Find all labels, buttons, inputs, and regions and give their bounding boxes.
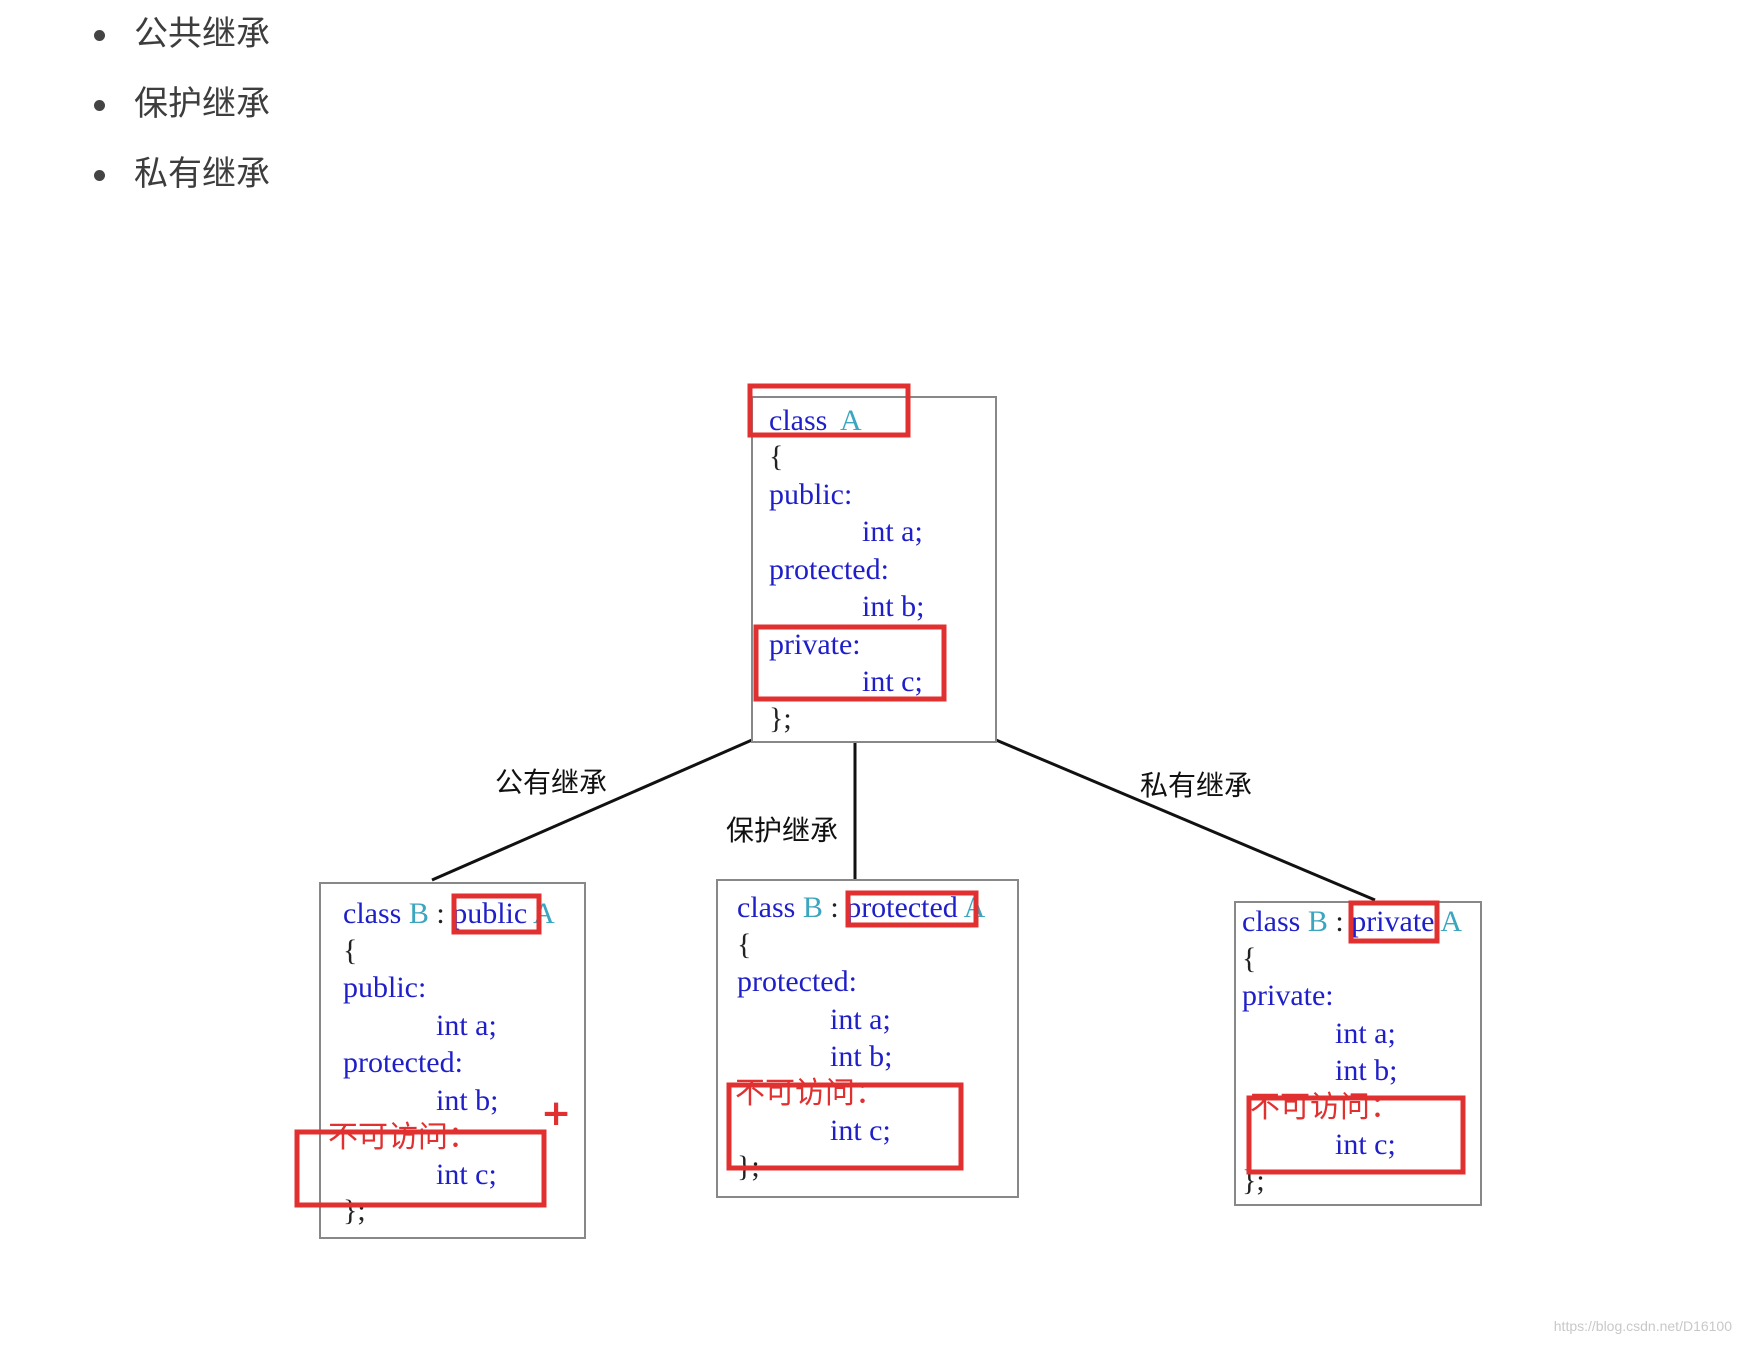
label-private-inheritance: 私有继承 bbox=[1140, 769, 1252, 802]
label-public-inheritance: 公有继承 bbox=[495, 766, 607, 799]
base-brace-close: }; bbox=[769, 702, 792, 735]
public-child-header: class B : public A bbox=[343, 897, 555, 930]
highlight-protected-keyword bbox=[845, 890, 979, 928]
private-child-brace-close: }; bbox=[1242, 1164, 1265, 1197]
protected-child-member-c: int c; bbox=[830, 1114, 891, 1147]
base-protected-label: protected: bbox=[769, 553, 889, 586]
private-child-box: class B : private A { private: int a; in… bbox=[1234, 900, 1482, 1206]
connectors bbox=[431, 738, 1376, 902]
bullet-item-protected: 保护继承 bbox=[92, 78, 270, 148]
bullet-item-public: 公共继承 bbox=[92, 8, 270, 78]
base-class-keyword: class bbox=[769, 404, 827, 437]
public-child-member-c: int c; bbox=[436, 1158, 497, 1191]
highlight-private-inaccessible bbox=[1246, 1095, 1466, 1175]
protected-child-box: class B : protected A { protected: int a… bbox=[716, 879, 1019, 1198]
private-child-private-label: private: bbox=[1242, 979, 1334, 1012]
highlight-class-a bbox=[747, 383, 911, 438]
watermark: https://blog.csdn.net/D16100 bbox=[1553, 1318, 1732, 1334]
base-brace-open: { bbox=[769, 440, 783, 473]
public-child-public-label: public: bbox=[343, 971, 426, 1004]
protected-child-brace-open: { bbox=[737, 928, 751, 961]
protected-child-inaccessible-label: 不可访问： bbox=[735, 1077, 885, 1110]
base-class-name: A bbox=[840, 404, 862, 437]
public-child-box: class B : public A { public: int a; prot… bbox=[294, 882, 586, 1239]
private-child-header: class B : private A bbox=[1242, 905, 1462, 938]
base-member-c: int c; bbox=[862, 665, 923, 698]
public-child-brace-close: }; bbox=[343, 1194, 366, 1227]
public-child-protected-label: protected: bbox=[343, 1046, 463, 1079]
connector-public bbox=[431, 738, 753, 882]
bullet-list: 公共继承 保护继承 私有继承 bbox=[92, 8, 270, 218]
protected-child-protected-label: protected: bbox=[737, 965, 857, 998]
protected-child-member-a: int a; bbox=[830, 1003, 891, 1036]
private-child-member-c: int c; bbox=[1335, 1128, 1396, 1161]
protected-child-header: class B : protected A bbox=[737, 891, 986, 924]
bullet-item-private: 私有继承 bbox=[92, 148, 270, 218]
connector-private bbox=[995, 738, 1376, 902]
public-child-inaccessible-label: 不可访问： bbox=[328, 1121, 478, 1154]
base-private-label: private: bbox=[769, 628, 861, 661]
highlight-protected-inaccessible bbox=[726, 1082, 964, 1171]
highlight-public-keyword bbox=[451, 893, 542, 935]
plus-mark: + bbox=[541, 1093, 571, 1134]
private-child-member-a: int a; bbox=[1335, 1017, 1396, 1050]
private-child-member-b: int b; bbox=[1335, 1054, 1398, 1087]
public-child-member-b: int b; bbox=[436, 1084, 499, 1117]
base-public-label: public: bbox=[769, 478, 852, 511]
base-class-box: class A { public: int a; protected: int … bbox=[747, 383, 997, 743]
private-child-brace-open: { bbox=[1242, 942, 1256, 975]
label-protected-inheritance: 保护继承 bbox=[726, 814, 838, 847]
highlight-public-inaccessible bbox=[294, 1129, 547, 1208]
highlight-private-keyword bbox=[1348, 900, 1440, 944]
protected-child-member-b: int b; bbox=[830, 1040, 893, 1073]
base-member-a: int a; bbox=[862, 515, 923, 548]
base-member-b: int b; bbox=[862, 590, 925, 623]
highlight-private-section bbox=[753, 624, 947, 702]
public-child-member-a: int a; bbox=[436, 1009, 497, 1042]
public-child-brace-open: { bbox=[343, 934, 357, 967]
